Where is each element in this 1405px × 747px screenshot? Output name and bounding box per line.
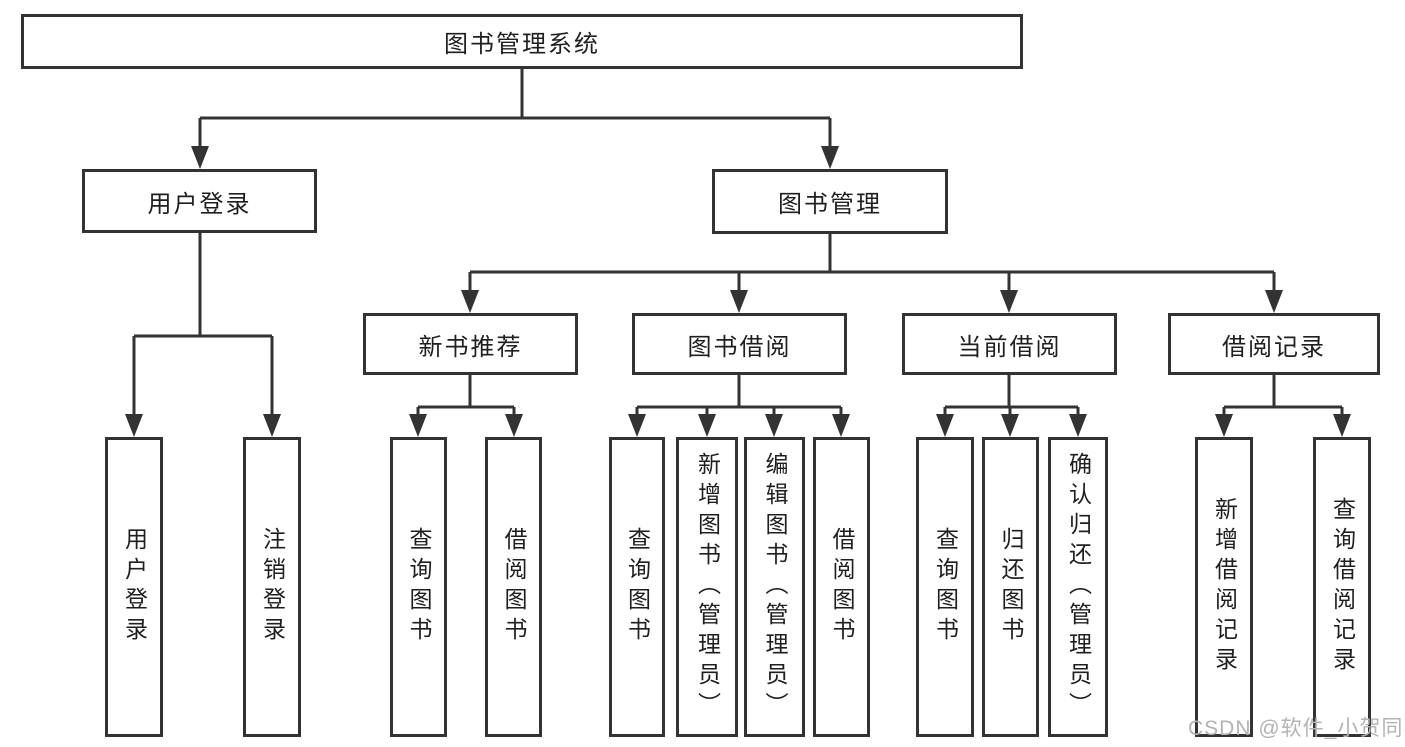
arrowhead (1001, 414, 1019, 437)
arrowhead (461, 290, 479, 313)
arrowhead (832, 414, 850, 437)
connector-book-borrow-branch (628, 375, 850, 437)
arrowhead (125, 414, 143, 437)
arrowhead (263, 414, 281, 437)
arrowhead (1215, 414, 1233, 437)
arrowhead (1333, 414, 1351, 437)
node-leaf-add-books-admin: 新增图书（管理员） (676, 437, 738, 737)
node-leaf-return-books: 归还图书 (982, 437, 1039, 737)
csdn-watermark: CSDN @软件_小贺同学 (1188, 717, 1405, 740)
node-label: 新书推荐 (418, 333, 523, 361)
node-label: 用户登录 (121, 527, 148, 647)
connector-new-book-recommend-branch (409, 375, 523, 437)
node-leaf-user-login: 用户登录 (105, 437, 163, 737)
node-current-borrow: 当前借阅 (902, 313, 1117, 375)
arrowhead (409, 414, 427, 437)
arrowhead (1265, 290, 1283, 313)
node-label: 用户登录 (147, 190, 252, 218)
node-leaf-borrow-books: 借阅图书 (813, 437, 870, 737)
arrowhead (191, 146, 209, 169)
node-leaf-borrow-books-recommend: 借阅图书 (485, 437, 542, 737)
arrowhead (936, 414, 954, 437)
node-leaf-edit-books-admin: 编辑图书（管理员） (744, 437, 805, 737)
node-label: 借阅图书 (829, 527, 855, 647)
node-label: 确认归还（管理员） (1065, 452, 1092, 722)
connector-root-to-level2 (191, 69, 839, 169)
node-new-book-recommend: 新书推荐 (363, 313, 578, 375)
arrowhead (628, 414, 646, 437)
arrowhead (821, 146, 839, 169)
node-label: 归还图书 (998, 527, 1024, 647)
node-leaf-query-books-current: 查询图书 (916, 437, 974, 737)
connector-borrow-records-branch (1215, 375, 1351, 437)
connector-book-management-branch (461, 234, 1283, 313)
node-label: 图书管理系统 (444, 31, 600, 58)
node-label: 新增借阅记录 (1211, 497, 1238, 677)
connector-current-borrow-branch (936, 375, 1087, 437)
node-leaf-query-borrow-record: 查询借阅记录 (1313, 437, 1371, 737)
node-book-management: 图书管理 (712, 169, 948, 234)
arrowhead (765, 414, 783, 437)
node-label: 新增图书（管理员） (694, 452, 721, 722)
node-label: 当前借阅 (957, 333, 1062, 361)
node-label: 查询图书 (624, 527, 651, 647)
node-user-login: 用户登录 (82, 169, 317, 233)
arrowhead (505, 414, 523, 437)
node-label: 图书管理 (778, 191, 882, 218)
node-borrow-records: 借阅记录 (1168, 313, 1380, 375)
node-label: 编辑图书（管理员） (762, 452, 788, 722)
arrowhead (1000, 290, 1018, 313)
node-label: 借阅图书 (501, 527, 527, 647)
node-label: 图书借阅 (687, 333, 792, 361)
node-label: 查询图书 (406, 527, 432, 647)
arrowhead (698, 414, 716, 437)
arrowhead (730, 290, 748, 313)
node-leaf-query-books-recommend: 查询图书 (390, 437, 447, 737)
arrowhead (1069, 414, 1087, 437)
node-label: 注销登录 (259, 527, 286, 647)
node-root-system: 图书管理系统 (21, 14, 1023, 69)
connector-user-login-branch (125, 233, 281, 437)
node-leaf-add-borrow-record: 新增借阅记录 (1195, 437, 1253, 737)
node-leaf-query-books-borrow: 查询图书 (609, 437, 665, 737)
node-label: 查询图书 (932, 527, 959, 647)
node-leaf-confirm-return-admin: 确认归还（管理员） (1048, 437, 1108, 737)
node-label: 查询借阅记录 (1329, 497, 1356, 677)
node-label: 借阅记录 (1222, 333, 1326, 361)
node-leaf-logout: 注销登录 (243, 437, 301, 737)
node-book-borrow: 图书借阅 (632, 313, 847, 375)
